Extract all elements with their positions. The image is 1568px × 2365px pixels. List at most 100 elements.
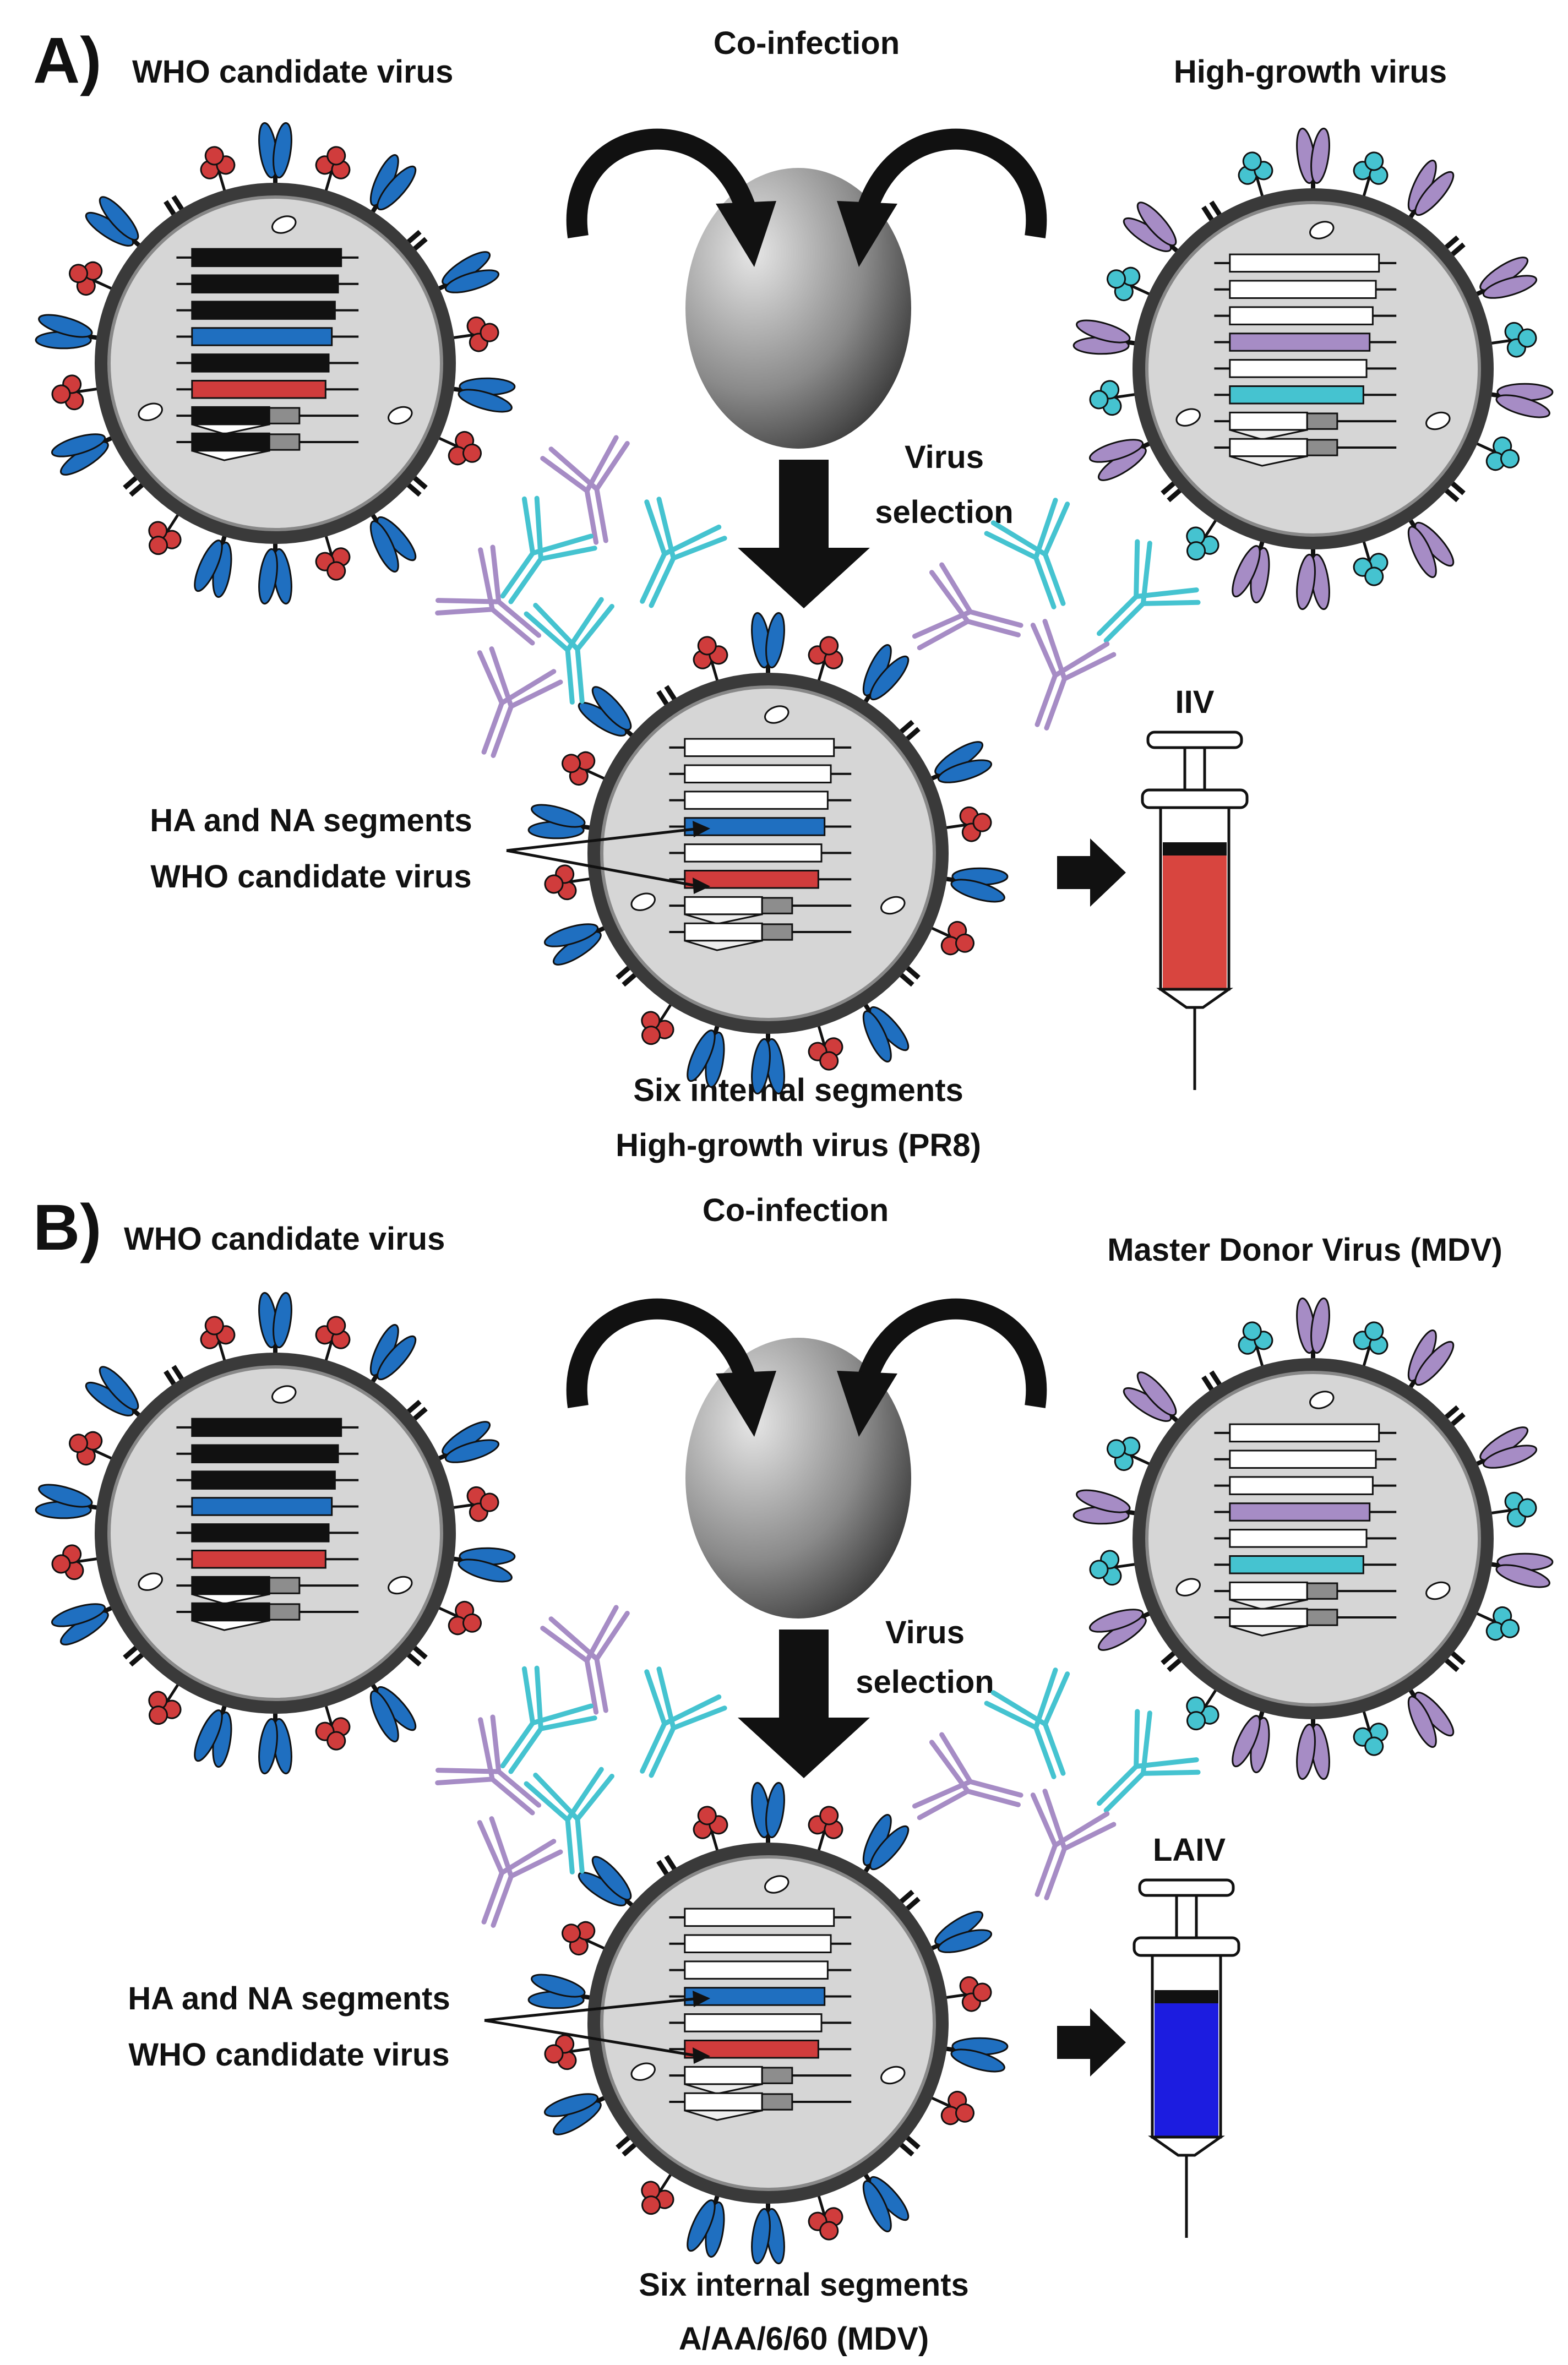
coinfection-arrowhead-left	[716, 201, 776, 267]
neuraminidase-spike	[808, 1806, 843, 1861]
antibody	[540, 435, 630, 545]
neuraminidase-spike	[1353, 531, 1389, 586]
rna-segment	[684, 896, 763, 916]
panel-a-left-virus-label: WHO candidate virus	[132, 54, 453, 90]
donor-virion	[1072, 1297, 1554, 1780]
antibody	[984, 498, 1070, 609]
antibody	[1096, 1709, 1201, 1813]
panel-b-right-virus-label: Master Donor Virus (MDV)	[1107, 1232, 1502, 1268]
panel-a-artwork	[35, 122, 1554, 1095]
neuraminidase-spike	[1353, 1321, 1389, 1376]
rna-segment	[684, 2013, 823, 2032]
rna-segment	[684, 2092, 763, 2112]
rna-segment	[684, 1960, 829, 1980]
neuraminidase-spike	[936, 806, 992, 842]
neuraminidase-spike	[51, 374, 107, 411]
rna-segment	[191, 1576, 270, 1595]
panel-a-segments-line2: WHO candidate virus	[150, 859, 471, 895]
panel-a-internal-line1: Six internal segments	[633, 1072, 963, 1108]
neuraminidase-spike	[315, 526, 351, 581]
hemagglutinin-spike	[365, 505, 417, 573]
hemagglutinin-spike	[1296, 539, 1330, 611]
antibody	[1030, 619, 1117, 731]
viral-vesicle	[388, 406, 413, 425]
antibody	[640, 497, 727, 608]
neuraminidase-spike	[69, 1431, 121, 1466]
pointer-arrow	[484, 1997, 700, 2022]
neuraminidase-spike	[429, 1600, 482, 1636]
viral-vesicle	[630, 2062, 656, 2081]
rna-segment	[191, 1470, 336, 1490]
antibody	[912, 1732, 1023, 1821]
hemagglutinin-spike	[258, 122, 292, 193]
rna-segment	[1229, 333, 1371, 352]
hemagglutinin-spike	[1123, 1371, 1186, 1429]
viral-vesicle	[630, 892, 656, 911]
viral-vesicle	[880, 896, 906, 915]
neuraminidase-spike	[200, 146, 236, 201]
neuraminidase-spike	[544, 2034, 600, 2070]
neuraminidase-spike	[315, 146, 351, 201]
coinfection-arrow-left	[566, 128, 756, 238]
vaccine-liquid	[1155, 1990, 1218, 2136]
neuraminidase-spike	[315, 1696, 351, 1751]
rna-segment	[191, 380, 326, 399]
hemagglutinin-spike	[687, 2186, 725, 2258]
rna-segment	[1229, 280, 1377, 299]
rna-segment	[191, 1418, 342, 1437]
rna-segment	[1229, 306, 1374, 325]
viral-vesicle	[1309, 221, 1335, 239]
neuraminidase-spike	[641, 2165, 678, 2215]
panel-b-artwork	[35, 1292, 1554, 2265]
neuraminidase-spike	[808, 636, 843, 691]
antibody	[435, 1714, 542, 1816]
rna-segment	[684, 791, 829, 810]
antibody	[640, 1666, 727, 1778]
viral-vesicle	[138, 1572, 163, 1591]
panel-a: A) WHO candidate virus Co-infection High…	[33, 24, 1554, 1163]
panel-b-left-virus-label: WHO candidate virus	[124, 1221, 445, 1257]
rna-segment	[1229, 1607, 1308, 1627]
rna-segment	[1229, 411, 1308, 431]
coinfection-arrowhead-right	[837, 201, 897, 267]
hemagglutinin-spike	[1296, 1297, 1330, 1369]
hemagglutinin-spike	[1481, 383, 1554, 418]
reassortant-virion	[527, 612, 1009, 1095]
hemagglutinin-spike	[922, 741, 993, 785]
rna-segment	[684, 843, 823, 863]
coinfection-arrow-right	[857, 1298, 1047, 1408]
neuraminidase-spike	[808, 1016, 843, 1071]
to-vaccine-arrow	[1057, 2008, 1126, 2077]
viral-vesicle	[880, 2066, 906, 2085]
vaccine-liquid	[1163, 842, 1227, 988]
panel-b-segments-line1: HA and NA segments	[128, 1981, 450, 2017]
neuraminidase-spike	[1238, 1321, 1273, 1376]
rna-segment	[191, 432, 270, 452]
antibody	[500, 1665, 597, 1774]
rna-segment	[1229, 1476, 1374, 1495]
virus-selection-arrow	[738, 1630, 870, 1778]
antibody	[1030, 1789, 1117, 1900]
to-vaccine-arrow	[1057, 838, 1126, 907]
rna-segment	[684, 1908, 835, 1927]
neuraminidase-spike	[315, 1316, 351, 1371]
antibody	[1096, 539, 1201, 644]
panel-a-selection-line2: selection	[875, 494, 1013, 530]
neuraminidase-spike	[1353, 1701, 1389, 1756]
rna-segment	[1229, 1502, 1371, 1522]
rna-segment	[1229, 253, 1380, 273]
reassortant-virion	[527, 1781, 1009, 2265]
hemagglutinin-spike	[1296, 127, 1330, 199]
hemagglutinin-spike	[578, 686, 641, 744]
panel-b-selection-line2: selection	[856, 1664, 994, 1700]
neuraminidase-spike	[148, 505, 185, 555]
who-candidate-virion	[35, 1292, 516, 1775]
antibody	[477, 1816, 563, 1928]
antibody	[540, 1605, 630, 1715]
rna-segment	[191, 353, 330, 373]
neuraminidase-spike	[1089, 380, 1145, 416]
panel-b-selection-line1: Virus	[885, 1615, 965, 1650]
viral-vesicle	[1175, 408, 1201, 427]
pointer-arrow	[506, 827, 700, 852]
neuraminidase-spike	[69, 261, 121, 296]
